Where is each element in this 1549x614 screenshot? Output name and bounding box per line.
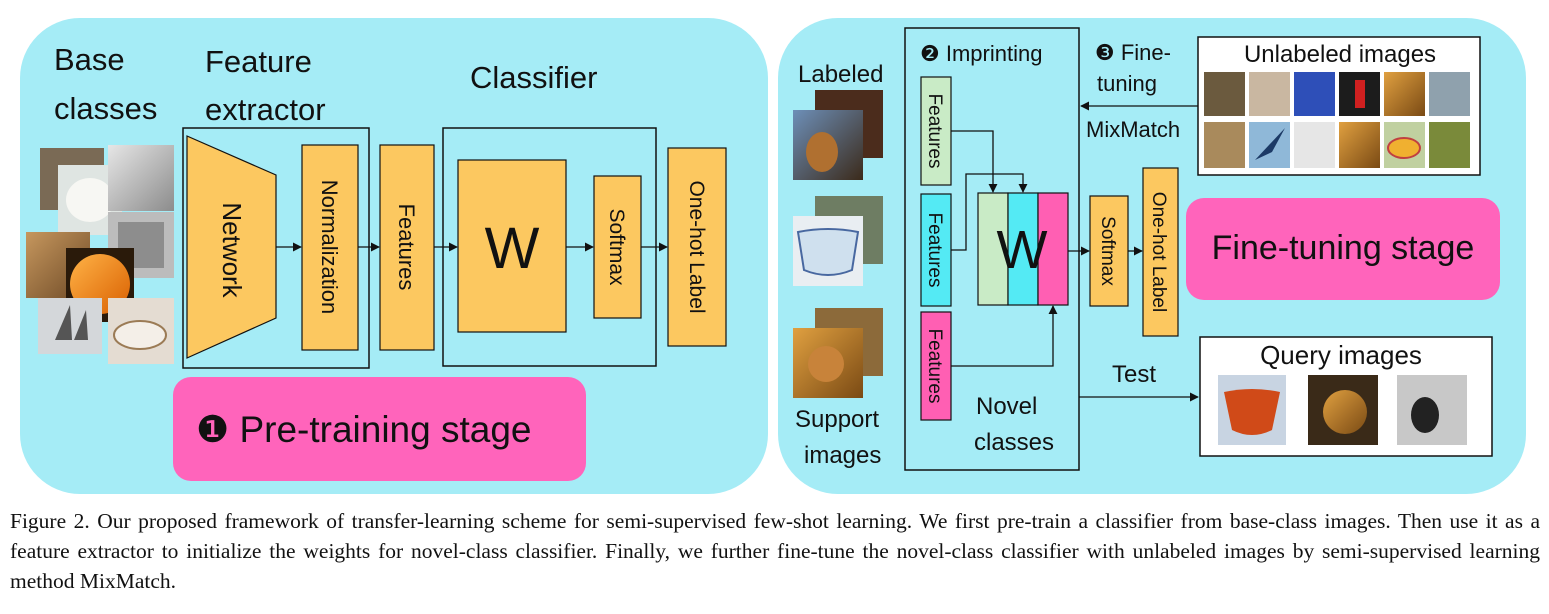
framework-diagram: Base classes Feature extractor Classifie…	[20, 18, 1526, 494]
test-label: Test	[1112, 361, 1156, 388]
softmax-block	[593, 175, 642, 319]
features-cyan-label: Features	[924, 213, 945, 288]
arrow-pink-to-weights	[951, 305, 1058, 367]
features-block	[379, 144, 435, 351]
query-images-label: Query images	[1260, 340, 1422, 370]
pretraining-stage-badge	[173, 377, 586, 481]
support-images-label: Support images	[795, 406, 886, 469]
unlabeled-image-11-bowls	[1387, 137, 1421, 159]
support-image-bowl-shape	[796, 228, 860, 276]
finetune-weights-label: W	[997, 220, 1048, 280]
arrow-cyan-to-weights	[951, 173, 1028, 251]
labeled-label: Labeled	[798, 61, 883, 88]
unlabeled-image-1	[1204, 72, 1245, 116]
arrow-green-to-weights	[951, 130, 998, 193]
unlabeled-image-6	[1429, 72, 1470, 116]
base-image-dog-shape	[66, 178, 114, 222]
features-pink-label: Features	[924, 329, 945, 404]
finetuning-stage-label: Fine-tuning stage	[1212, 229, 1475, 267]
features-label: Features	[394, 204, 419, 291]
unlabeled-image-3	[1294, 72, 1335, 116]
weights-label: W	[485, 216, 540, 281]
base-classes-label: Base classes	[54, 42, 157, 126]
finetuning-stage-badge	[1186, 198, 1500, 300]
unlabeled-image-10	[1339, 122, 1380, 168]
support-images	[793, 90, 883, 398]
weights-strip-pink	[1037, 192, 1069, 306]
onehot-block	[667, 147, 727, 347]
features-pink-block	[920, 311, 952, 421]
network-block	[186, 135, 277, 359]
features-green-block	[920, 76, 952, 186]
query-image-lion-face	[1323, 390, 1367, 434]
support-image-guitar-body	[806, 132, 838, 172]
finetune-onehot-block	[1142, 167, 1179, 337]
weights-strip-cyan	[1007, 192, 1039, 306]
network-label: Network	[217, 202, 247, 298]
features-green-label: Features	[924, 94, 945, 169]
unlabeled-image-grid	[1204, 72, 1470, 168]
softmax-label: Softmax	[605, 208, 628, 286]
finetune-softmax-label: Softmax	[1097, 216, 1118, 286]
unlabeled-image-4-guitar	[1355, 80, 1365, 108]
imprinting-label: ❷ Imprinting	[920, 41, 1042, 66]
classifier-label: Classifier	[470, 60, 597, 95]
base-image-teapot	[108, 145, 174, 211]
query-image-bowl-shape	[1224, 389, 1280, 435]
base-image-clog-shape	[113, 320, 167, 350]
base-image-boat-sails	[55, 305, 88, 340]
feature-extractor-box	[182, 127, 370, 369]
pretraining-stage-label: ❶ Pre-training stage	[196, 409, 532, 450]
unlabeled-images-label: Unlabeled images	[1244, 41, 1436, 68]
onehot-label: One-hot Label	[685, 180, 708, 313]
figure-caption: Figure 2. Our proposed framework of tran…	[10, 509, 1540, 593]
novel-classes-box	[904, 27, 1080, 471]
finetune-arrows	[1068, 101, 1199, 402]
query-image-guitar-body	[1411, 397, 1439, 433]
unlabeled-image-2	[1249, 72, 1290, 116]
base-class-images	[26, 145, 174, 364]
finetuning-step-label: ❸ Fine- tuning	[1095, 40, 1177, 96]
normalization-block	[301, 144, 359, 351]
unlabeled-image-12	[1429, 122, 1470, 168]
query-image-row	[1218, 375, 1467, 445]
support-image-lion-face	[808, 346, 844, 382]
finetune-softmax-block	[1089, 195, 1129, 307]
weights-strip-green	[977, 192, 1009, 306]
mixmatch-label: MixMatch	[1086, 117, 1180, 142]
imprinting-arrows	[951, 130, 1058, 367]
unlabeled-image-8-guitar	[1255, 128, 1285, 160]
novel-classes-label: Novel classes	[974, 393, 1054, 456]
finetune-onehot-label: One-hot Label	[1148, 192, 1169, 312]
unlabeled-image-5	[1384, 72, 1425, 116]
normalization-label: Normalization	[317, 180, 342, 315]
weights-block	[457, 159, 567, 333]
feature-extractor-label: Feature extractor	[205, 44, 326, 127]
unlabeled-image-9	[1294, 122, 1335, 168]
unlabeled-image-7	[1204, 122, 1245, 168]
